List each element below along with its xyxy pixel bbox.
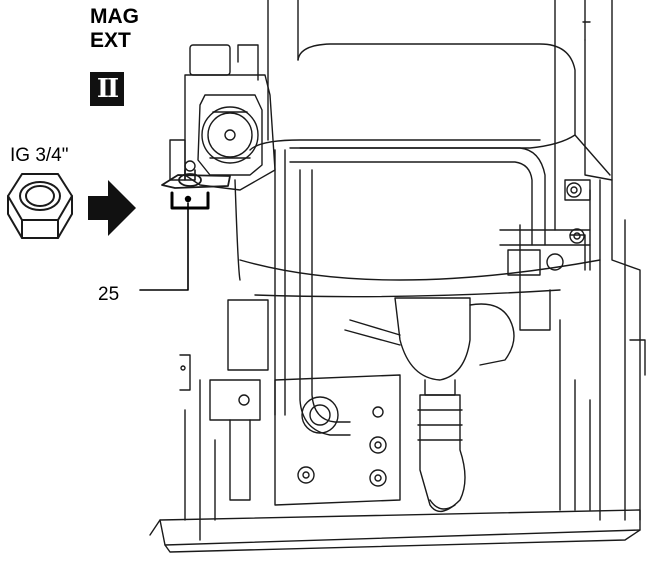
base-plate xyxy=(149,299,646,553)
hex-nut-icon xyxy=(7,173,73,239)
expansion-vessel xyxy=(234,43,611,298)
label-ext: EXT xyxy=(90,29,131,52)
valve-group xyxy=(507,179,591,276)
connection-25 xyxy=(139,160,231,291)
label-fitting-size: IG 3/4" xyxy=(10,145,69,166)
callout-number: 25 xyxy=(98,284,120,305)
roman-two-badge: II xyxy=(90,72,124,106)
arrow-icon xyxy=(88,180,136,236)
pipework xyxy=(289,147,591,436)
condensate-siphon xyxy=(394,297,515,513)
cabinet-frame xyxy=(267,0,641,521)
label-mag: MAG xyxy=(90,5,139,28)
pump-assembly xyxy=(169,44,286,416)
